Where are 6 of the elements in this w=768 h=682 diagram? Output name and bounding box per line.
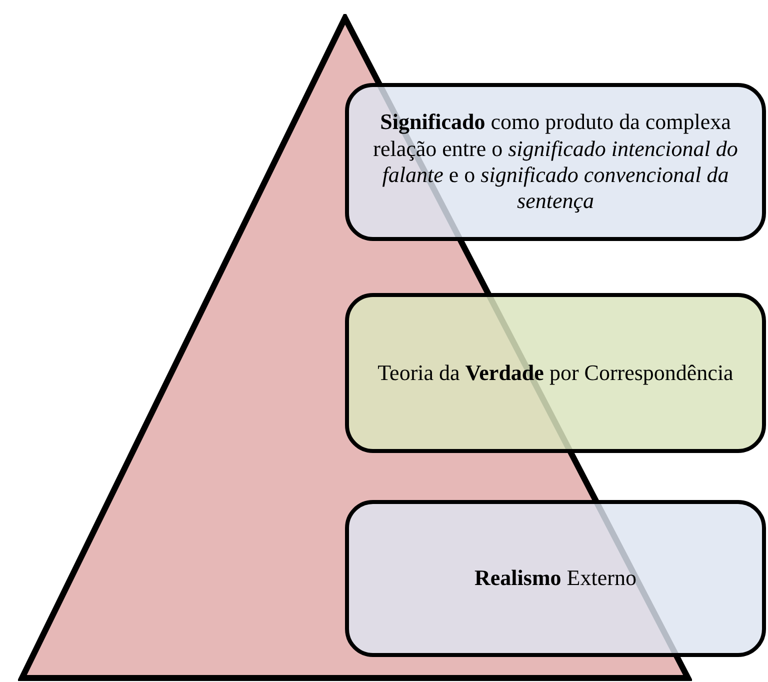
text-box [345, 500, 766, 657]
text-box [345, 293, 766, 453]
box-text: Realismo Externo [474, 565, 636, 592]
box-text: Significado como produto da complexa relação entre o significado intencional do falante e o significado convencional da sentença [372, 109, 739, 215]
box-text: Teoria da Verdade por Correspondência [378, 360, 734, 386]
text-box [345, 83, 766, 241]
